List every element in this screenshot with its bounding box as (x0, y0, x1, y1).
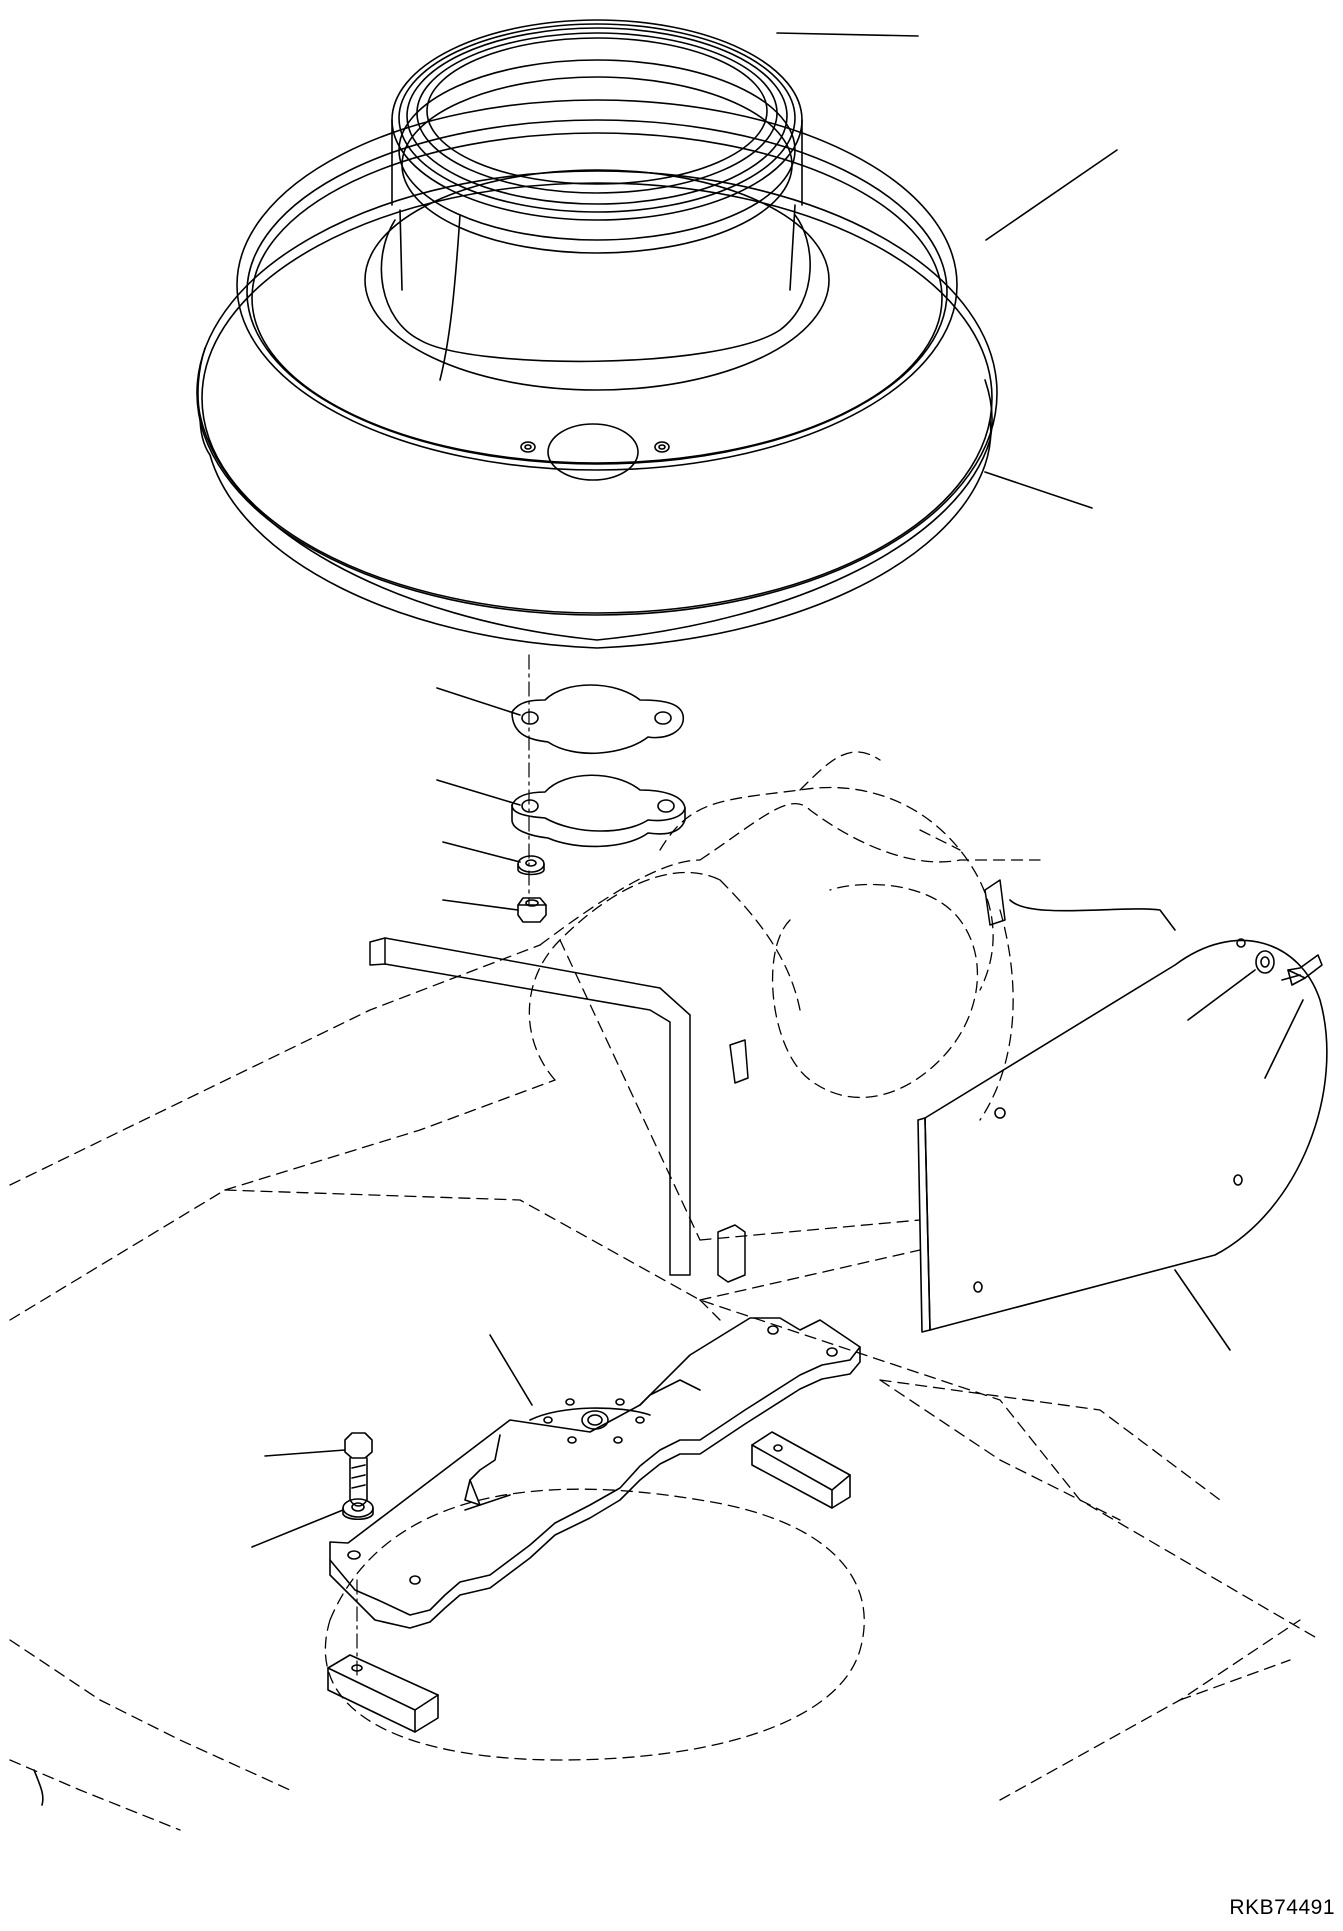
mounting-blocks (327, 1431, 851, 1733)
ring-assembly (196, 19, 1118, 649)
frame-solid-edges (369, 879, 1006, 1283)
sketch-mark (33, 1769, 44, 1806)
side-cover-plate (917, 899, 1328, 1351)
cover-plates-and-fasteners (436, 654, 686, 923)
mounting-bracket (251, 1317, 861, 1681)
machine-frame-outline (9, 751, 1321, 1831)
drawing-code: RKB74491 (1229, 1896, 1335, 1919)
